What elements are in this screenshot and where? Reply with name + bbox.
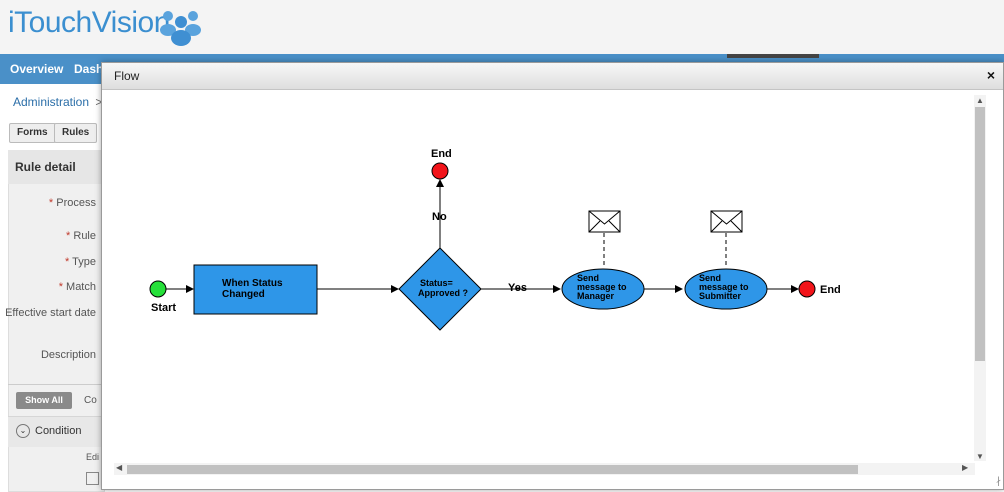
end-top-label: End [431,148,452,160]
decision-node [398,247,482,331]
trigger-label-line2: Changed [222,289,265,300]
top-bar: iTouchVision [0,0,1004,55]
trigger-label-line1: When Status [222,278,283,289]
tab-forms[interactable]: Forms [9,123,56,143]
condition-section-toggle[interactable]: ⌄ Condition [16,424,81,438]
dialog-titlebar[interactable]: Flow × [102,63,1003,90]
vertical-scrollbar-thumb[interactable] [975,107,985,361]
task2-label-line1: Send [699,273,721,283]
breadcrumb-separator: > [95,95,103,109]
decision-label-line1: Status= [420,278,453,288]
yes-label: Yes [508,282,527,294]
show-all-button[interactable]: Show All [16,392,72,409]
end-right-label: End [820,284,841,296]
task1-label-line1: Send [577,273,599,283]
rule-detail-title: Rule detail [8,150,103,184]
start-label: Start [151,302,176,314]
start-node [149,280,167,298]
task2-label-line2: message to [699,282,749,292]
close-icon[interactable]: × [986,67,995,83]
field-label-type: * Type [65,256,96,268]
scroll-down-arrow-icon[interactable]: ▼ [976,452,984,461]
task-send-manager-node [561,268,645,310]
task-send-submitter-node [684,268,768,310]
nav-active-indicator [727,54,819,58]
decision-label-line2: Approved ? [418,288,468,298]
field-label-description: Description [40,349,96,361]
condition-label: Condition [35,424,82,437]
resize-grip-icon[interactable]: ∤ [996,476,1001,487]
scroll-right-arrow-icon[interactable]: ▶ [962,463,969,472]
no-label: No [432,211,447,223]
horizontal-scrollbar-thumb[interactable] [127,465,858,474]
nav-item-overview[interactable]: Overview [10,62,64,76]
trigger-node [193,264,318,315]
edit-icon[interactable] [86,472,99,485]
task1-label-line3: Manager [577,291,615,301]
edit-column-header: Edi [86,452,100,462]
nav-item-dashboard[interactable]: Dash [74,62,104,76]
field-label-effective-start-date: Effective start date [5,307,96,319]
field-label-rule: * Rule [66,230,96,242]
tab-rules[interactable]: Rules [54,123,98,143]
task2-label-line3: Submitter [699,291,742,301]
end-node-right [798,280,816,298]
scroll-left-arrow-icon[interactable]: ◀ [116,463,123,472]
flow-dialog: Flow × Start When Status Changed Status=… [101,62,1004,490]
collapse-link-fragment[interactable]: Co [84,395,97,406]
field-label-match: * Match [58,281,96,293]
people-group-icon [160,11,201,46]
flow-diagram: Start When Status Changed Status= Approv… [149,148,841,331]
envelope-icon [710,210,743,233]
scroll-up-arrow-icon[interactable]: ▲ [976,96,984,105]
panel-divider [8,384,103,385]
chevron-down-icon: ⌄ [16,424,30,438]
field-label-process: * Process [48,197,96,209]
envelope-icon [588,210,621,233]
breadcrumb-administration[interactable]: Administration [13,95,90,109]
end-node-top [431,162,449,180]
app-logo[interactable]: iTouchVision [8,6,170,39]
task1-label-line2: message to [577,282,627,292]
dialog-title: Flow [114,69,140,83]
